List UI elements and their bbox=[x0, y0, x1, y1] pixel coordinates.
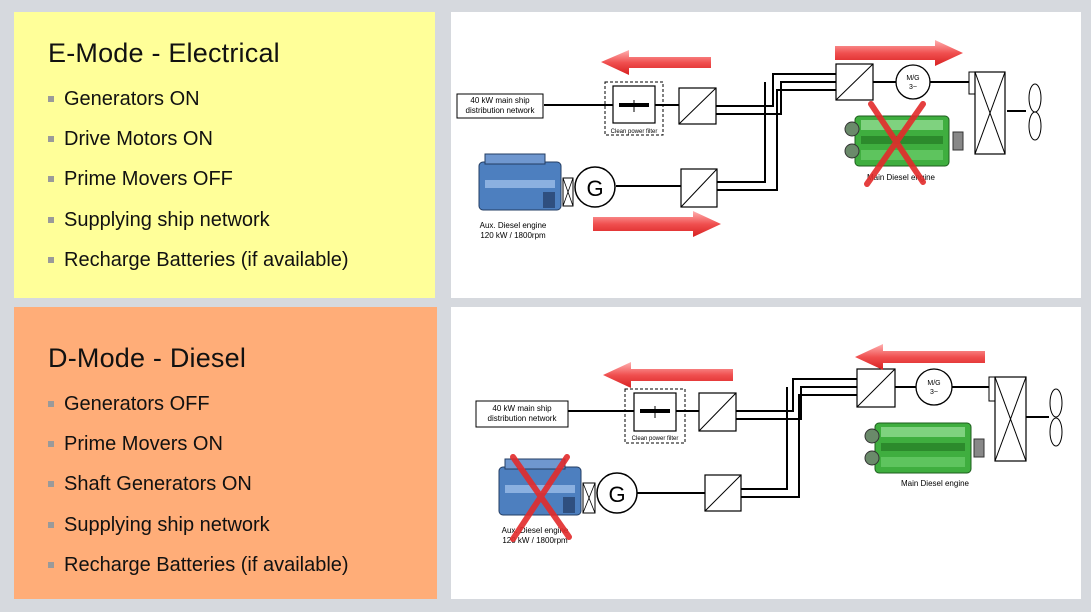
d-mode-title: D-Mode - Diesel bbox=[48, 343, 247, 373]
main-engine-label: Main Diesel engine bbox=[867, 173, 936, 182]
list-item-label: Generators ON bbox=[64, 88, 200, 110]
bullet-icon bbox=[48, 441, 54, 448]
bullet-icon bbox=[48, 176, 54, 183]
generator-label: G bbox=[586, 176, 603, 201]
wiring bbox=[568, 378, 1049, 498]
list-item-label: Recharge Batteries (if available) bbox=[64, 248, 349, 271]
list-item: Recharge Batteries (if available) bbox=[48, 240, 435, 280]
aux-engine-label: 120 kW / 1800rpm bbox=[502, 536, 568, 545]
converter-icon bbox=[856, 368, 896, 408]
bullet-icon bbox=[48, 401, 54, 407]
list-item: Prime Movers ON bbox=[48, 424, 437, 464]
network-box bbox=[456, 93, 544, 119]
converter-icon bbox=[835, 63, 874, 101]
d-mode-diagram: 40 kW main ship distribution network Cle… bbox=[475, 344, 1063, 545]
bullet-icon bbox=[48, 256, 54, 263]
gearbox-icon bbox=[994, 376, 1027, 462]
motor-generator-icon bbox=[915, 368, 953, 406]
converter-icon bbox=[698, 392, 737, 432]
bullet-icon bbox=[48, 481, 54, 488]
generator-icon bbox=[596, 472, 638, 514]
e-mode-list: Generators ON Drive Motors ON Prime Move… bbox=[48, 79, 435, 280]
clutch-icon bbox=[968, 71, 976, 95]
aux-engine-label: 120 kW / 1800rpm bbox=[480, 231, 546, 240]
list-item: Prime Movers OFF bbox=[48, 159, 435, 199]
disabled-cross-icon bbox=[510, 454, 572, 542]
d-mode-diagram-panel: 40 kW main ship distribution network Cle… bbox=[451, 307, 1081, 599]
flow-arrow-right-icon bbox=[835, 40, 963, 66]
wiring bbox=[544, 73, 1026, 191]
e-mode-diagram-panel: 40 kW main ship distribution network Cle… bbox=[451, 12, 1081, 298]
generator-label: G bbox=[608, 482, 625, 507]
list-item-label: Supplying ship network bbox=[64, 208, 270, 231]
d-mode-panel: D-Mode - Diesel Generators OFF Prime Mov… bbox=[14, 307, 437, 599]
list-item: Shaft Generators ON bbox=[48, 464, 437, 504]
network-label: 40 kW main ship bbox=[492, 404, 552, 413]
list-item-label: Prime Movers OFF bbox=[64, 168, 233, 191]
motor-label: M/G bbox=[906, 75, 919, 82]
list-item-label: Generators OFF bbox=[64, 393, 210, 415]
disabled-cross-icon bbox=[864, 101, 926, 187]
list-item-label: Prime Movers ON bbox=[64, 433, 223, 456]
e-mode-diagram: 40 kW main ship distribution network Cle… bbox=[456, 40, 1042, 240]
filter-frame bbox=[604, 81, 664, 136]
d-mode-list: Generators OFF Prime Movers ON Shaft Gen… bbox=[48, 384, 437, 585]
network-label: distribution network bbox=[466, 106, 536, 115]
e-mode-title: E-Mode - Electrical bbox=[48, 38, 280, 68]
list-item: Supplying ship network bbox=[48, 505, 437, 545]
network-label: 40 kW main ship bbox=[470, 96, 530, 105]
main-diesel-engine-icon bbox=[864, 422, 985, 474]
coupling-icon bbox=[582, 482, 596, 514]
e-mode-panel: E-Mode - Electrical Generators ON Drive … bbox=[14, 12, 435, 298]
list-item: Supplying ship network bbox=[48, 200, 435, 240]
list-item: Generators ON bbox=[48, 79, 435, 119]
bullet-icon bbox=[48, 216, 54, 223]
motor-label: M/G bbox=[927, 380, 940, 387]
bullet-icon bbox=[48, 561, 54, 568]
list-item: Generators OFF bbox=[48, 384, 437, 424]
flow-arrow-left-icon bbox=[855, 344, 985, 370]
converter-icon bbox=[678, 87, 717, 125]
main-engine-label: Main Diesel engine bbox=[901, 479, 970, 488]
flow-arrow-right-icon bbox=[593, 211, 721, 237]
gearbox-icon bbox=[974, 71, 1006, 155]
clutch-icon bbox=[988, 376, 996, 402]
aux-diesel-engine-icon bbox=[478, 153, 562, 211]
aux-engine-label: Aux. Diesel engine bbox=[502, 526, 569, 535]
motor-generator-icon bbox=[895, 64, 931, 100]
filter-label: Clean power filter bbox=[611, 129, 658, 135]
list-item: Recharge Batteries (if available) bbox=[48, 545, 437, 585]
flow-arrow-left-icon bbox=[603, 362, 733, 388]
list-item-label: Drive Motors ON bbox=[64, 128, 213, 151]
network-box bbox=[475, 400, 569, 428]
bullet-icon bbox=[48, 136, 54, 143]
propeller-icon bbox=[1028, 83, 1042, 141]
bullet-icon bbox=[48, 96, 54, 102]
generator-icon bbox=[574, 166, 616, 208]
propeller-icon bbox=[1049, 388, 1063, 447]
aux-engine-label: Aux. Diesel engine bbox=[480, 221, 547, 230]
bullet-icon bbox=[48, 521, 54, 528]
converter-icon bbox=[704, 474, 742, 512]
flow-arrow-left-icon bbox=[601, 50, 711, 75]
motor-label: 3~ bbox=[909, 84, 917, 91]
coupling-icon bbox=[562, 177, 574, 207]
network-label: distribution network bbox=[488, 414, 558, 423]
motor-label: 3~ bbox=[930, 389, 938, 396]
filter-frame bbox=[624, 388, 686, 444]
aux-diesel-engine-icon bbox=[498, 458, 582, 516]
list-item-label: Shaft Generators ON bbox=[64, 473, 252, 496]
converter-icon bbox=[680, 168, 718, 208]
list-item: Drive Motors ON bbox=[48, 119, 435, 159]
list-item-label: Recharge Batteries (if available) bbox=[64, 553, 349, 576]
filter-label: Clean power filter bbox=[632, 436, 679, 442]
list-item-label: Supplying ship network bbox=[64, 513, 270, 536]
